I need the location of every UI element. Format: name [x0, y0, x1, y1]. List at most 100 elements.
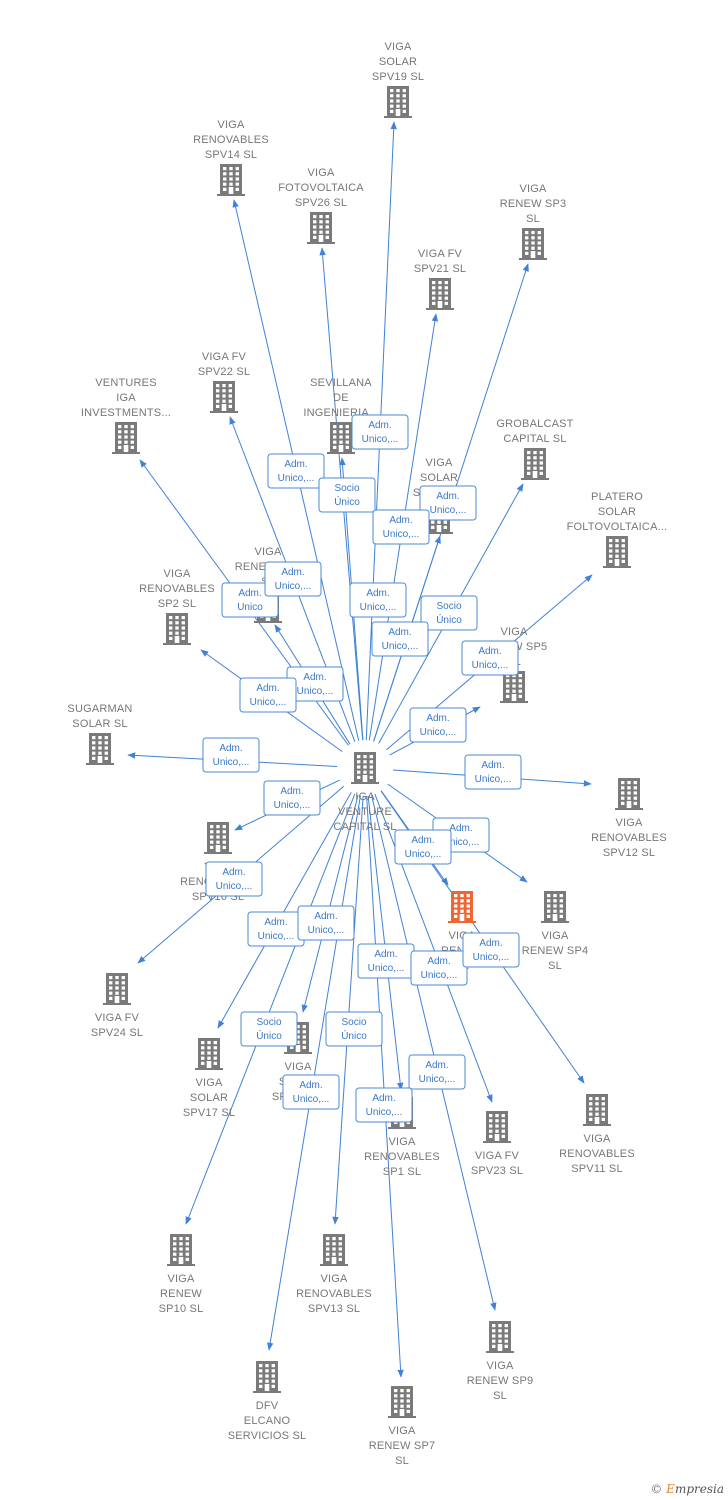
edge-label-text: Unico,...	[278, 473, 315, 484]
node-label-line: SPV13 SL	[308, 1303, 360, 1315]
company-node-ventures[interactable]: VENTURESIGAINVESTMENTS...	[81, 377, 171, 454]
edge-label-text: Adm.	[449, 823, 472, 834]
empresia-credit: © Empresia	[650, 1482, 724, 1496]
edge-label-text: Adm.	[238, 588, 261, 599]
edge-label-text: Adm.	[481, 760, 504, 771]
edge-arrow	[366, 795, 404, 1378]
node-label-line: VIGA	[541, 930, 569, 942]
copyright-symbol: ©	[650, 1482, 663, 1496]
edge-role-label: Adm.Unico,...	[263, 780, 321, 816]
edge-role-label: Adm.Unico,...	[462, 932, 520, 968]
node-label-line: IGA	[355, 791, 375, 803]
node-label-line: RENEW	[160, 1288, 202, 1300]
node-label-line: PLATERO	[591, 491, 643, 503]
node-label-line: SPV22 SL	[198, 366, 250, 378]
edge-role-label: Adm.Unico,...	[409, 707, 467, 743]
building-icon	[483, 1111, 511, 1143]
edge-label-text: Único	[334, 495, 360, 508]
node-label-line: CAPITAL SL	[503, 433, 566, 445]
edge-label-text: Adm.	[478, 646, 501, 657]
building-icon	[519, 228, 547, 260]
building-icon	[500, 671, 528, 703]
node-label-line: VIGA	[384, 41, 412, 53]
company-node-platero[interactable]: PLATEROSOLARFOLTOVOLTAICA...	[567, 491, 668, 568]
edge-role-label: Adm.Unico,...	[410, 950, 468, 986]
node-label-line: RENEW SP3	[500, 198, 567, 210]
node-label-line: RENEW SP9	[467, 1375, 534, 1387]
company-node-sp2[interactable]: VIGA RENOVABLES SP2 SL	[139, 568, 215, 645]
edge-label-text: Unico,...	[360, 602, 397, 613]
node-label-line: SOLAR SL	[72, 718, 127, 730]
edge-arrow	[185, 793, 356, 1225]
node-label-line: SOLAR	[379, 56, 417, 68]
edge-label-text: Unico,...	[293, 1094, 330, 1105]
building-icon	[351, 752, 379, 784]
edge-label-text: Unico,...	[368, 963, 405, 974]
node-label-line: VIGA	[254, 546, 282, 558]
edge-role-label: Adm.Unico,...	[408, 1054, 466, 1090]
edge-label-text: Unico,...	[366, 1107, 403, 1118]
node-label-line: VIGA	[388, 1425, 416, 1437]
edge-label-text: Unico,...	[216, 881, 253, 892]
node-label-line: RENEW SP4	[522, 945, 589, 957]
edge-role-label: Adm.Unico,...	[239, 677, 297, 713]
edge-role-label: Adm.Unico,...	[286, 666, 344, 702]
building-icon	[327, 422, 355, 454]
edge-label-text: Adm.	[411, 835, 434, 846]
node-label-line: SP2 SL	[158, 598, 197, 610]
edge-arrow	[371, 795, 497, 1311]
building-icon	[384, 86, 412, 118]
building-icon	[210, 381, 238, 413]
node-label-line: SPV23 SL	[471, 1165, 523, 1177]
building-icon	[388, 1386, 416, 1418]
edge-label-text: Único	[256, 1029, 282, 1042]
edge-label-text: Único	[436, 613, 462, 626]
edge-arrow	[267, 795, 361, 1351]
brand-initial: E	[666, 1482, 675, 1496]
edge-label-text: Adm.	[280, 786, 303, 797]
edge-label-text: Unico,...	[472, 660, 509, 671]
node-label-line: SEVILLANA	[310, 377, 372, 389]
node-label-line: RENEW SP7	[369, 1440, 436, 1452]
node-label-line: VIGA	[195, 1077, 223, 1089]
edge-label-text: Adm.	[222, 867, 245, 878]
edge-label-text: Adm.	[366, 588, 389, 599]
node-label-line: SPV11 SL	[571, 1163, 623, 1175]
node-label-line: RENOVABLES	[139, 583, 215, 595]
node-label-line: VIGA	[163, 568, 191, 580]
node-label-line: SPV17 SL	[183, 1107, 235, 1119]
node-label-line: IGA	[116, 392, 136, 404]
edge-role-label: Adm.Unico,...	[355, 1087, 413, 1123]
node-label-line: VIGA	[500, 626, 528, 638]
edge-label-text: Adm.	[284, 459, 307, 470]
edge-label-text: Adm.	[264, 917, 287, 928]
edge-arrow	[374, 793, 493, 1103]
edge-label-text: Unico,...	[258, 931, 295, 942]
building-icon	[86, 733, 114, 765]
edge-label-text: Adm.	[479, 938, 502, 949]
edge-label-text: Adm.	[303, 672, 326, 683]
